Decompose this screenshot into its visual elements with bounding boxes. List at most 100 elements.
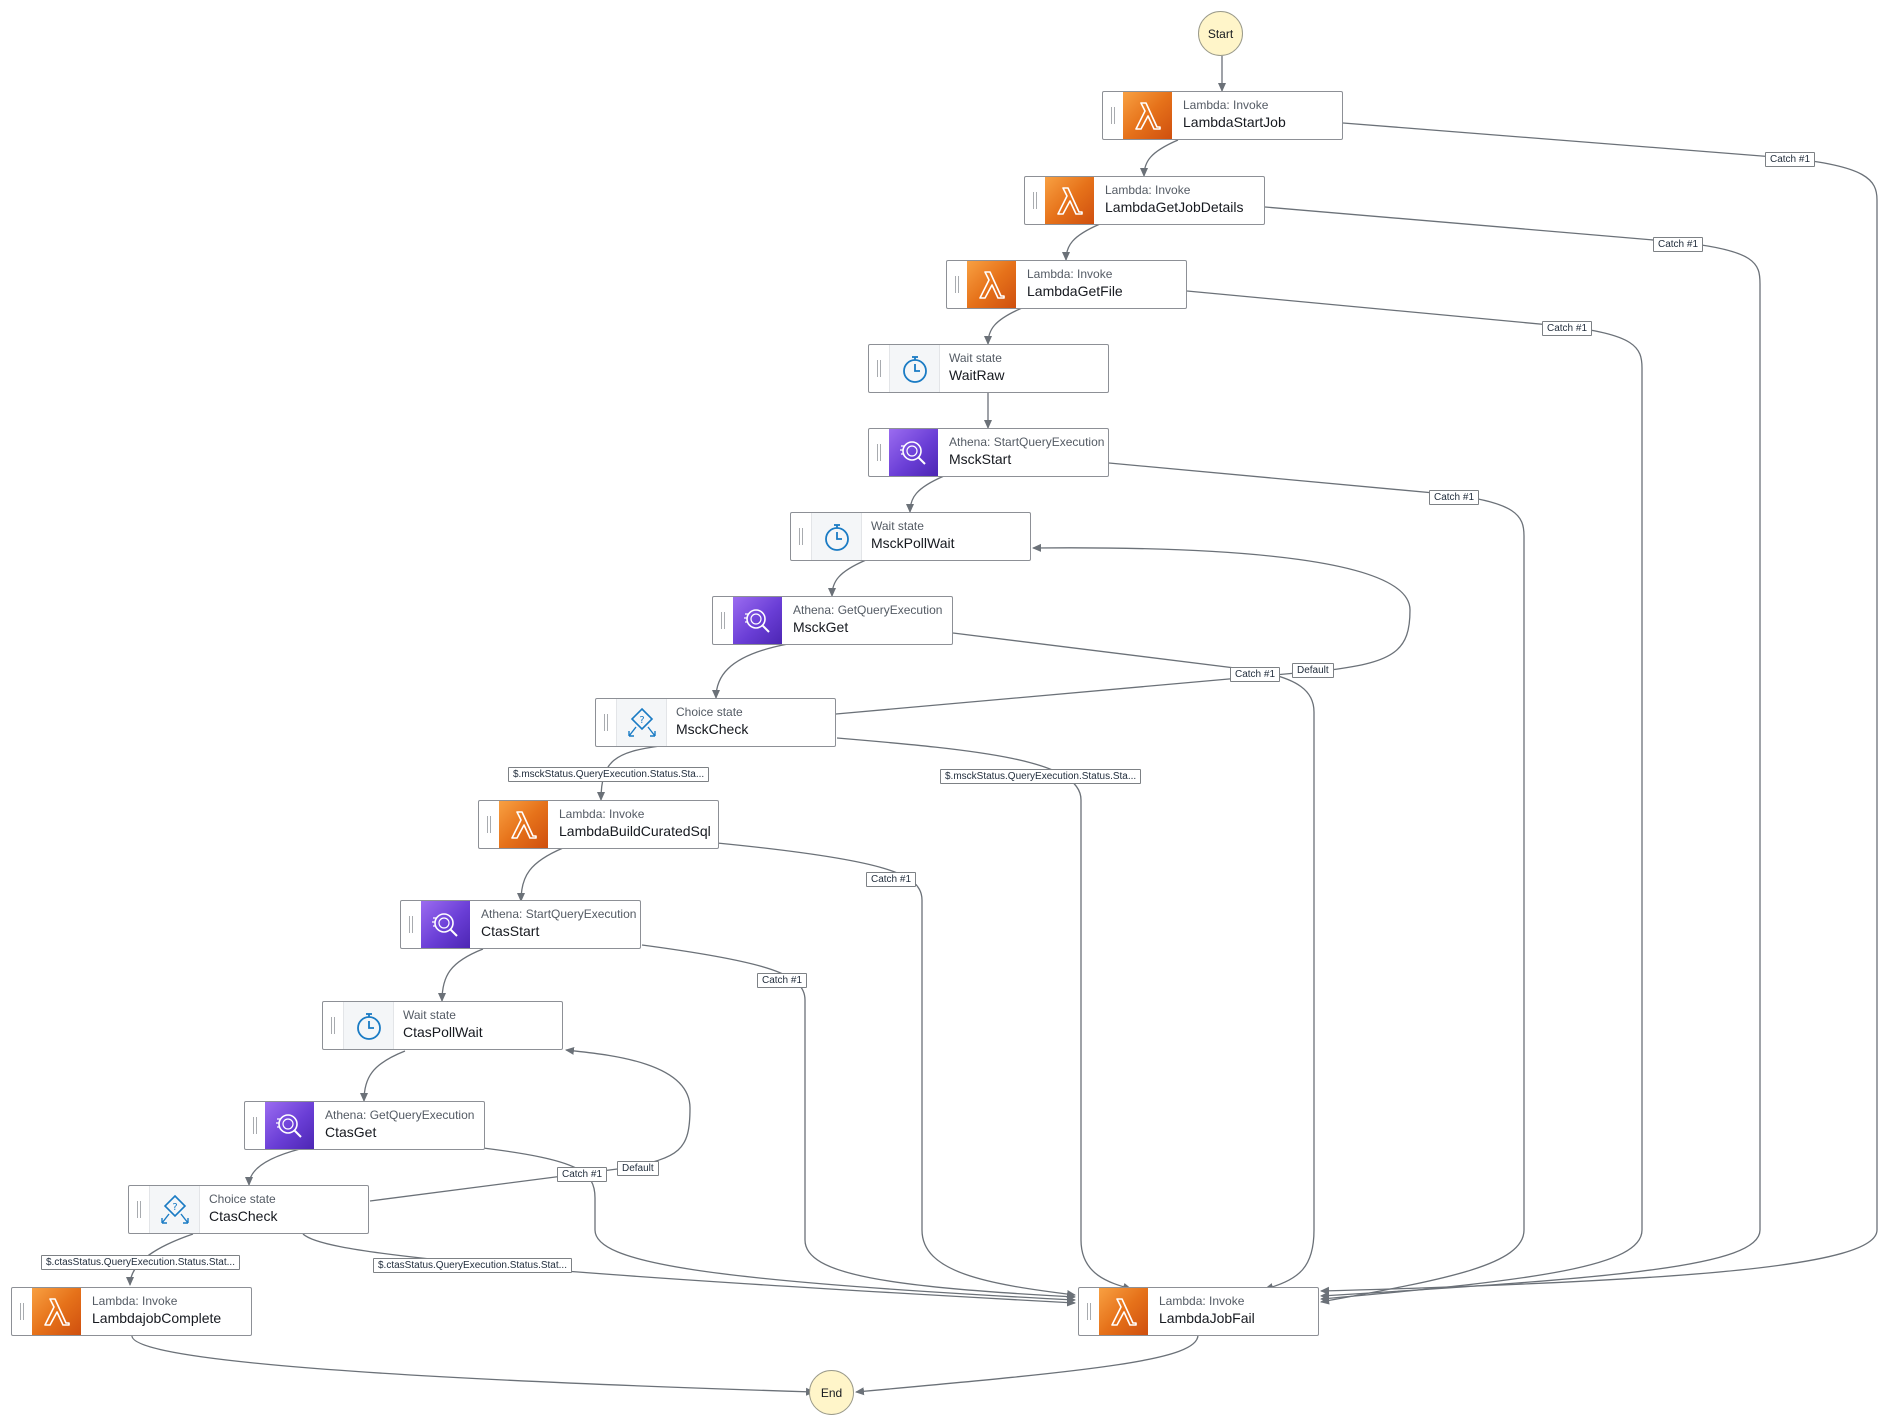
state-lambdajobcomplete[interactable]: Lambda: Invoke LambdajobComplete <box>11 1287 252 1336</box>
edge-mscheck-to-buildsql <box>597 745 661 801</box>
edge-msckstart-catch <box>1108 462 1525 1305</box>
state-ctascheck[interactable]: ? Choice state CtasCheck <box>128 1185 369 1234</box>
edge-msckstart-to-msckpollwait <box>906 475 945 513</box>
state-lambdagetfile[interactable]: Lambda: Invoke LambdaGetFile <box>946 260 1187 309</box>
state-type-label: Lambda: Invoke <box>1105 183 1191 197</box>
state-name-label: CtasCheck <box>209 1208 278 1224</box>
drag-handle-icon[interactable] <box>713 597 733 644</box>
edge-getfile-catch <box>1186 290 1643 1303</box>
lambda-icon <box>32 1288 81 1335</box>
catch-label-msckstart[interactable]: Catch #1 <box>1429 490 1480 505</box>
state-ctaspollwait[interactable]: Wait state CtasPollWait <box>322 1001 563 1050</box>
catch-label-ctasstart[interactable]: Catch #1 <box>757 973 808 988</box>
end-node[interactable]: End <box>809 1370 854 1415</box>
state-lambdabuildcuratedsql[interactable]: Lambda: Invoke LambdaBuildCuratedSql <box>478 800 719 849</box>
edge-msckget-to-mscheck <box>712 643 789 699</box>
state-type-label: Wait state <box>871 519 924 533</box>
lambda-icon <box>967 261 1016 308</box>
state-name-label: MsckGet <box>793 619 849 635</box>
drag-handle-icon[interactable] <box>791 513 811 560</box>
state-type-label: Choice state <box>676 705 743 719</box>
edge-jobfail-to-end <box>855 1334 1199 1396</box>
edge-jobcomplete-to-end <box>131 1334 815 1396</box>
edge-buildsql-catch <box>716 842 1076 1298</box>
drag-handle-icon[interactable] <box>323 1002 343 1049</box>
catch-label-getjobdetails[interactable]: Catch #1 <box>1653 237 1704 252</box>
drag-handle-icon[interactable] <box>401 901 421 948</box>
drag-handle-icon[interactable] <box>245 1102 265 1149</box>
state-type-label: Athena: GetQueryExecution <box>793 603 943 617</box>
drag-handle-icon[interactable] <box>129 1186 149 1233</box>
state-waitraw[interactable]: Wait state WaitRaw <box>868 344 1109 393</box>
drag-handle-icon[interactable] <box>596 699 616 746</box>
timer-icon <box>343 1002 394 1049</box>
state-type-label: Lambda: Invoke <box>1159 1294 1245 1308</box>
edge-ctasstart-to-ctaspollwait <box>438 948 484 1002</box>
svg-text:?: ? <box>172 1202 177 1213</box>
state-name-label: CtasPollWait <box>403 1024 483 1040</box>
lambda-icon <box>1099 1288 1148 1335</box>
catch-label-getfile[interactable]: Catch #1 <box>1542 321 1593 336</box>
edge-getjobdetails-catch <box>1264 206 1761 1300</box>
state-type-label: Wait state <box>949 351 1002 365</box>
state-name-label: CtasStart <box>481 923 540 939</box>
edge-buildsql-to-ctasstart <box>517 847 564 902</box>
lambda-icon <box>1045 177 1094 224</box>
catch-label-msckget[interactable]: Catch #1 <box>1230 667 1281 682</box>
state-name-label: CtasGet <box>325 1124 377 1140</box>
catch-label-buildsql[interactable]: Catch #1 <box>866 872 917 887</box>
drag-handle-icon[interactable] <box>479 801 499 848</box>
edge-msckpollwait-to-msckget <box>828 559 867 597</box>
start-label: Start <box>1207 26 1234 41</box>
state-type-label: Lambda: Invoke <box>1183 98 1269 112</box>
timer-icon <box>889 345 940 392</box>
edge-mscheck-default-loop <box>835 543 1411 715</box>
state-name-label: MsckCheck <box>676 721 749 737</box>
default-label-ctascheck[interactable]: Default <box>617 1161 659 1176</box>
catch-label-ctasget[interactable]: Catch #1 <box>557 1167 608 1182</box>
drag-handle-icon[interactable] <box>869 429 889 476</box>
state-type-label: Lambda: Invoke <box>1027 267 1113 281</box>
state-type-label: Choice state <box>209 1192 276 1206</box>
edge-ctaspollwait-to-ctasget <box>360 1050 406 1102</box>
drag-handle-icon[interactable] <box>1103 92 1123 139</box>
state-mscheck[interactable]: ? Choice state MsckCheck <box>595 698 836 747</box>
state-lambdagetjobdetails[interactable]: Lambda: Invoke LambdaGetJobDetails <box>1024 176 1265 225</box>
state-msckpollwait[interactable]: Wait state MsckPollWait <box>790 512 1031 561</box>
catch-label-startjob[interactable]: Catch #1 <box>1765 152 1816 167</box>
start-node[interactable]: Start <box>1198 11 1243 56</box>
lambda-icon <box>1123 92 1172 139</box>
choice-label-msck-ok[interactable]: $.msckStatus.QueryExecution.Status.Sta..… <box>508 767 710 782</box>
edge-ctasget-catch <box>482 1147 1076 1304</box>
state-msckget[interactable]: Athena: GetQueryExecution MsckGet <box>712 596 953 645</box>
choice-label-ctas-fail[interactable]: $.ctasStatus.QueryExecution.Status.Stat.… <box>373 1258 572 1273</box>
drag-handle-icon[interactable] <box>869 345 889 392</box>
edge-ctascheck-default-loop <box>369 1046 691 1202</box>
lambda-icon <box>499 801 548 848</box>
state-name-label: WaitRaw <box>949 367 1005 383</box>
drag-handle-icon[interactable] <box>12 1288 32 1335</box>
state-name-label: LambdajobComplete <box>92 1310 222 1326</box>
choice-label-ctas-ok[interactable]: $.ctasStatus.QueryExecution.Status.Stat.… <box>41 1255 240 1270</box>
drag-handle-icon[interactable] <box>947 261 967 308</box>
state-type-label: Lambda: Invoke <box>92 1294 178 1308</box>
drag-handle-icon[interactable] <box>1025 177 1045 224</box>
end-label: End <box>820 1385 843 1400</box>
athena-icon <box>421 901 470 948</box>
state-msckstart[interactable]: Athena: StartQueryExecution MsckStart <box>868 428 1109 477</box>
state-ctasget[interactable]: Athena: GetQueryExecution CtasGet <box>244 1101 485 1150</box>
state-ctasstart[interactable]: Athena: StartQueryExecution CtasStart <box>400 900 641 949</box>
state-lambdajobfail[interactable]: Lambda: Invoke LambdaJobFail <box>1078 1287 1319 1336</box>
state-type-label: Athena: StartQueryExecution <box>481 907 637 921</box>
timer-icon <box>811 513 862 560</box>
state-name-label: MsckPollWait <box>871 535 955 551</box>
edge-ctasget-to-ctascheck <box>245 1148 301 1186</box>
choice-label-msck-fail[interactable]: $.msckStatus.QueryExecution.Status.Sta..… <box>940 769 1142 784</box>
state-type-label: Wait state <box>403 1008 456 1022</box>
state-lambdastartjob[interactable]: Lambda: Invoke LambdaStartJob <box>1102 91 1343 140</box>
edge-ctasstart-catch <box>641 944 1076 1301</box>
default-label-mscheck[interactable]: Default <box>1292 663 1334 678</box>
state-name-label: LambdaJobFail <box>1159 1310 1255 1326</box>
drag-handle-icon[interactable] <box>1079 1288 1099 1335</box>
